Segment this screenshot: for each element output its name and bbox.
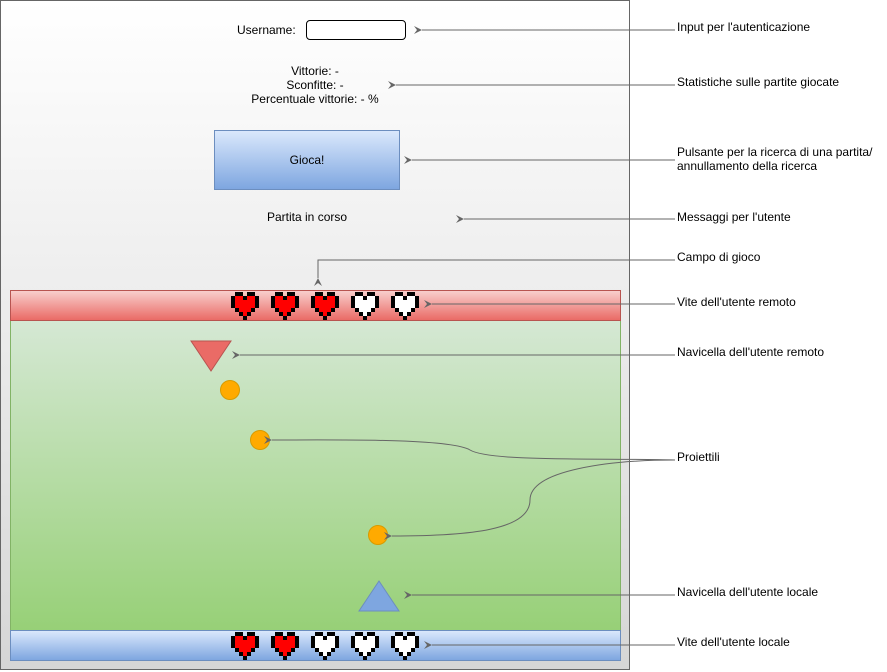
remote-lives-bar bbox=[10, 290, 621, 321]
annotation-remote-ship: Navicella dell'utente remoto bbox=[677, 345, 825, 359]
heart-full-icon bbox=[311, 292, 339, 320]
local-lives-bar bbox=[10, 630, 621, 661]
username-input[interactable] bbox=[306, 20, 406, 40]
win-percentage-stat: Percentuale vittorie: - % bbox=[251, 92, 379, 106]
heart-empty-icon bbox=[391, 632, 419, 660]
annotation-bullets: Proiettili bbox=[677, 450, 720, 464]
username-label: Username: bbox=[237, 23, 296, 37]
local-hearts bbox=[231, 632, 419, 660]
stats-block: Vittorie: - Sconfitte: - Percentuale vit… bbox=[245, 64, 385, 106]
annotation-local-lives: Vite dell'utente locale bbox=[677, 635, 790, 649]
bullet bbox=[220, 380, 240, 400]
game-field bbox=[10, 320, 621, 631]
heart-full-icon bbox=[231, 632, 259, 660]
remote-hearts bbox=[231, 292, 419, 320]
annotation-field: Campo di gioco bbox=[677, 250, 761, 264]
annotation-input: Input per l'autenticazione bbox=[677, 20, 811, 34]
annotation-local-ship: Navicella dell'utente locale bbox=[677, 585, 819, 599]
annotation-messages: Messaggi per l'utente bbox=[677, 210, 791, 224]
annotation-button: Pulsante per la ricerca di una partita/ … bbox=[677, 145, 872, 173]
annotation-button-line2: annullamento della ricerca bbox=[677, 159, 818, 173]
annotation-remote-lives: Vite dell'utente remoto bbox=[677, 295, 796, 309]
annotation-button-line1: Pulsante per la ricerca di una partita/ bbox=[677, 145, 873, 159]
heart-empty-icon bbox=[311, 632, 339, 660]
heart-full-icon bbox=[271, 292, 299, 320]
bullet bbox=[250, 430, 270, 450]
annotation-stats: Statistiche sulle partite giocate bbox=[677, 75, 840, 89]
heart-empty-icon bbox=[351, 292, 379, 320]
losses-stat: Sconfitte: - bbox=[286, 78, 344, 92]
remote-ship bbox=[190, 340, 232, 372]
heart-empty-icon bbox=[351, 632, 379, 660]
play-button[interactable]: Gioca! bbox=[214, 130, 400, 190]
heart-empty-icon bbox=[391, 292, 419, 320]
wins-stat: Vittorie: - bbox=[291, 64, 339, 78]
heart-full-icon bbox=[271, 632, 299, 660]
bullet bbox=[368, 525, 388, 545]
status-message: Partita in corso bbox=[267, 210, 348, 224]
heart-full-icon bbox=[231, 292, 259, 320]
local-ship bbox=[358, 580, 400, 612]
